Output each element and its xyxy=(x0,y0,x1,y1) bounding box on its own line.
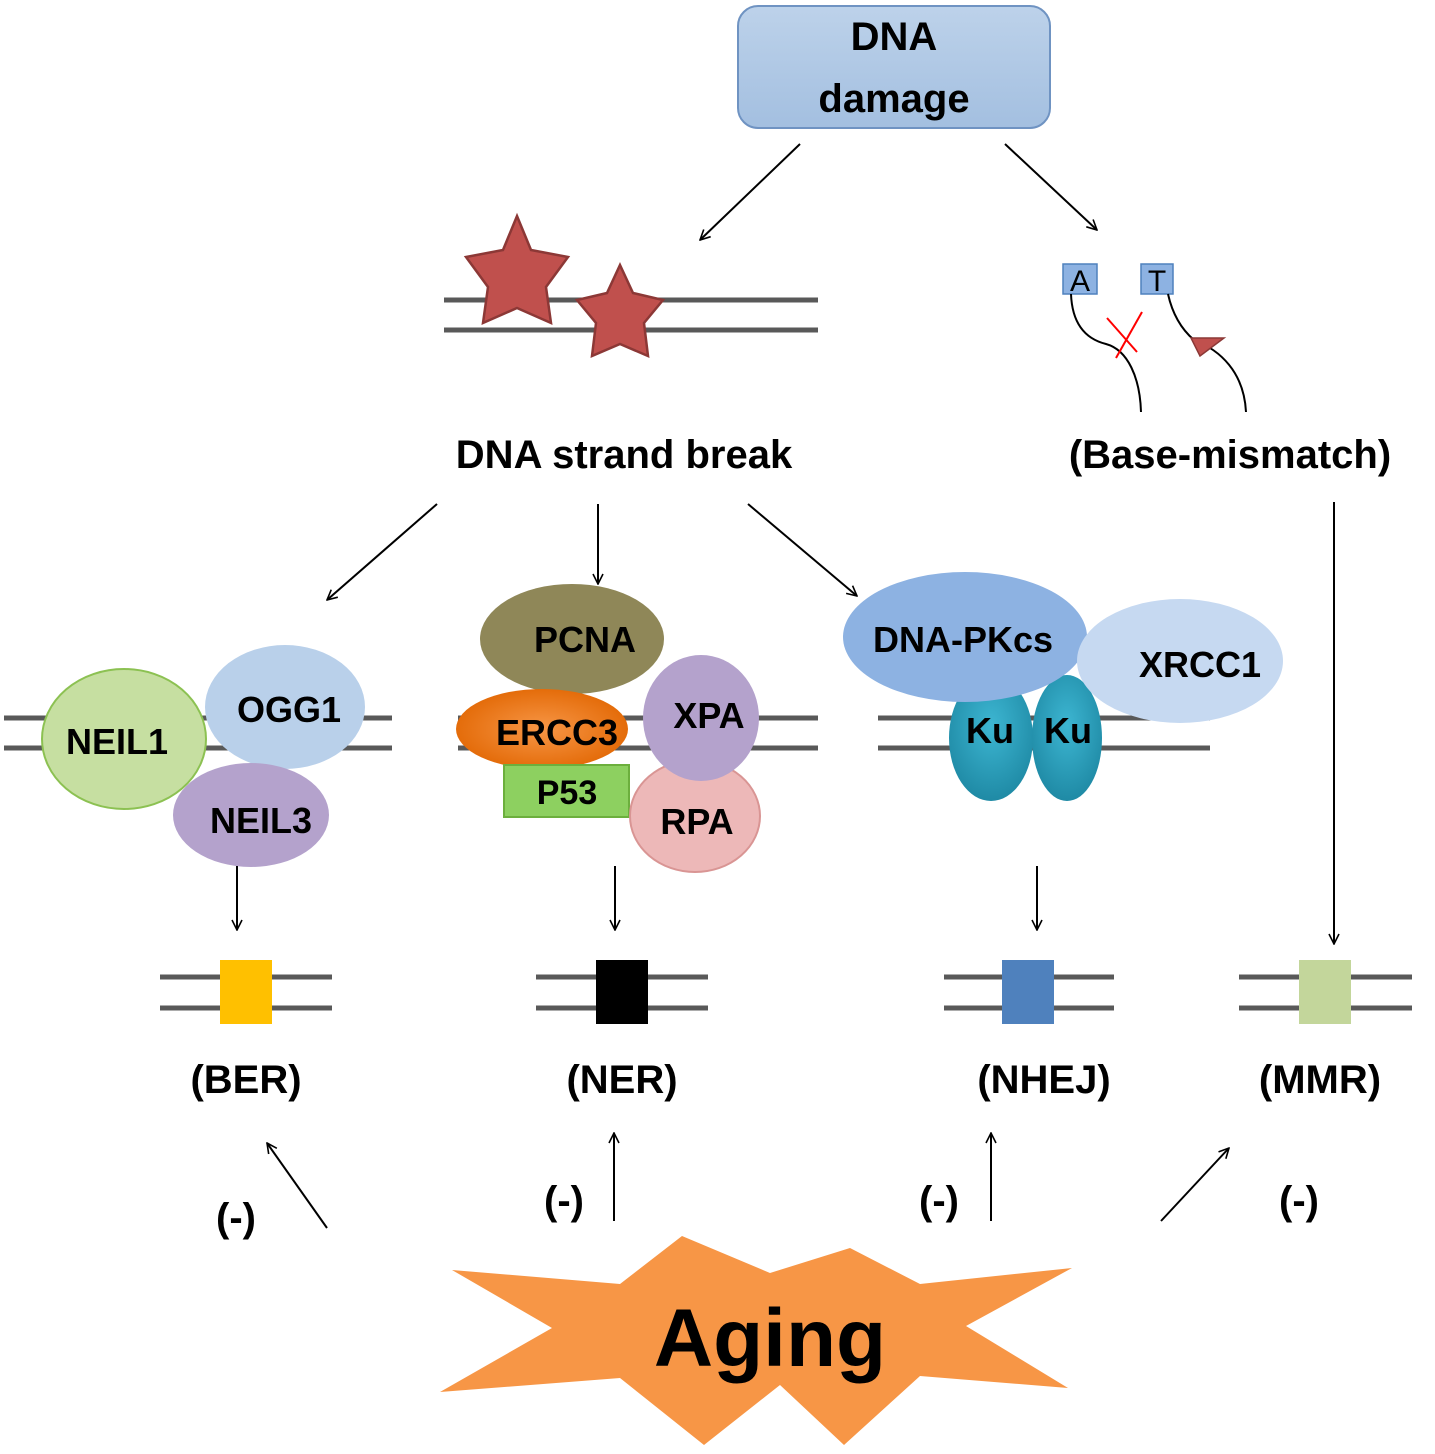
base-a-box xyxy=(1062,263,1098,295)
arrow-damage-to-strand-break xyxy=(700,143,801,240)
dna-damage-node: DNA damage xyxy=(737,5,1051,129)
dnapkcs-label: DNA-PKcs xyxy=(873,619,1053,660)
ku-protein-right xyxy=(1032,675,1102,801)
neil1-protein xyxy=(41,668,207,810)
damaged-dna-illustration xyxy=(444,212,818,359)
strand-curve-left xyxy=(1070,293,1142,413)
nhej-repaired-dna xyxy=(944,960,1114,1024)
ku-protein-left xyxy=(949,675,1033,801)
mismatch-cross-1 xyxy=(1106,317,1138,353)
xrcc1-label: XRCC1 xyxy=(1139,644,1261,685)
ercc3-protein xyxy=(456,689,628,769)
neil3-label: NEIL3 xyxy=(210,800,312,841)
aging-label: Aging xyxy=(654,1293,886,1384)
strand-curve-right xyxy=(1167,293,1247,413)
arrow-aging-to-ber xyxy=(267,1143,328,1229)
base-t-label: T xyxy=(1148,265,1166,298)
dnapkcs-protein xyxy=(843,572,1087,702)
dna-damage-label-line2: damage xyxy=(818,77,969,121)
mmr-label: (MMR) xyxy=(1259,1058,1381,1102)
base-a-label: A xyxy=(1070,265,1090,298)
damage-star-1 xyxy=(463,212,571,326)
strand-break-label: DNA strand break xyxy=(456,433,793,477)
nhej-label: (NHEJ) xyxy=(977,1058,1110,1102)
ber-label: (BER) xyxy=(190,1058,301,1102)
mismatch-cross-2 xyxy=(1115,311,1143,359)
base-mismatch-illustration: A T xyxy=(1062,263,1247,413)
arrow-aging-to-mmr xyxy=(1160,1148,1229,1222)
rpa-label: RPA xyxy=(660,801,733,842)
mismatch-arrow-head xyxy=(1189,337,1227,358)
pcna-protein xyxy=(480,584,664,694)
ner-label: (NER) xyxy=(566,1058,677,1102)
ber-repair-patch xyxy=(220,960,272,1024)
mmr-inhibition-label: (-) xyxy=(1279,1179,1319,1223)
arrow-damage-to-mismatch xyxy=(1004,143,1097,230)
mmr-repair-patch xyxy=(1299,960,1351,1024)
p53-protein xyxy=(503,764,630,818)
xpa-protein xyxy=(643,655,759,781)
ner-repair-patch xyxy=(596,960,648,1024)
dna-damage-label-line1: DNA xyxy=(851,15,938,59)
p53-label: P53 xyxy=(537,774,598,812)
damage-star-2 xyxy=(574,262,666,359)
arrow-strand-to-nhej xyxy=(747,503,857,596)
ber-complex: OGG1 NEIL1 NEIL3 xyxy=(4,645,392,867)
ercc3-label: ERCC3 xyxy=(496,712,618,753)
ku-right-label: Ku xyxy=(1044,710,1092,751)
ber-repaired-dna xyxy=(160,960,332,1024)
neil1-label: NEIL1 xyxy=(66,721,168,762)
neil3-protein xyxy=(173,763,329,867)
aging-burst xyxy=(440,1236,1072,1445)
pcna-label: PCNA xyxy=(534,619,636,660)
base-mismatch-label: (Base-mismatch) xyxy=(1069,433,1391,477)
xrcc1-protein xyxy=(1077,599,1283,723)
dna-damage-box xyxy=(737,5,1051,129)
ku-left-label: Ku xyxy=(966,710,1014,751)
mmr-repaired-dna xyxy=(1239,960,1412,1024)
nhej-inhibition-label: (-) xyxy=(919,1179,959,1223)
base-t-box xyxy=(1140,263,1174,295)
ogg1-protein xyxy=(205,645,365,769)
ogg1-label: OGG1 xyxy=(237,689,341,730)
ber-inhibition-label: (-) xyxy=(216,1196,256,1240)
ner-inhibition-label: (-) xyxy=(544,1179,584,1223)
nhej-repair-patch xyxy=(1002,960,1054,1024)
ner-repaired-dna xyxy=(536,960,708,1024)
ner-complex: PCNA ERCC3 P53 RPA XPA xyxy=(456,584,818,873)
xpa-label: XPA xyxy=(673,695,744,736)
nhej-complex: DNA-PKcs XRCC1 Ku Ku xyxy=(843,572,1283,801)
arrow-strand-to-ber xyxy=(327,503,438,600)
